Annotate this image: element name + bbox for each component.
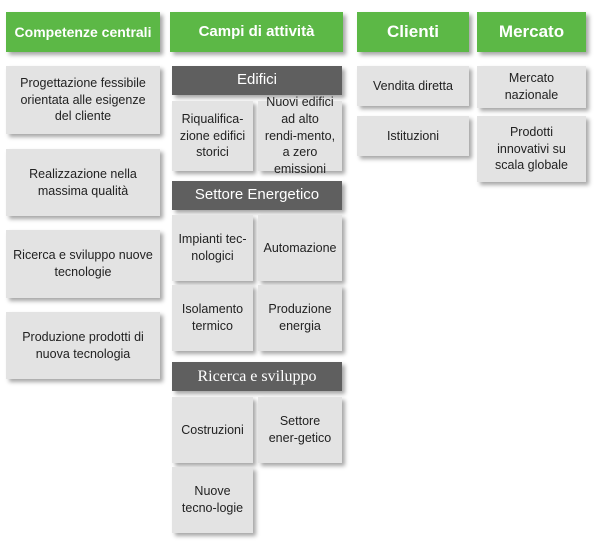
section-ricerca-sviluppo: Ricerca e sviluppo bbox=[172, 362, 342, 391]
header-clienti: Clienti bbox=[357, 12, 469, 52]
cliente-istituzioni: Istituzioni bbox=[357, 116, 469, 156]
campo-nuove-tecnologie: Nuove tecno-logie bbox=[172, 467, 253, 533]
mercato-nazionale: Mercato nazionale bbox=[477, 66, 586, 108]
cliente-vendita-diretta: Vendita diretta bbox=[357, 66, 469, 106]
header-campi-di-attivita: Campi di attività bbox=[170, 12, 343, 52]
campo-isolamento: Isolamento termico bbox=[172, 285, 253, 351]
header-mercato: Mercato bbox=[477, 12, 586, 52]
competenza-produzione: Produzione prodotti di nuova tecnologia bbox=[6, 312, 160, 379]
campo-automazione: Automazione bbox=[258, 215, 342, 281]
header-competenze-centrali: Competenze centrali bbox=[6, 12, 160, 52]
campo-riqualificazione: Riqualifica-zione edifici storici bbox=[172, 101, 253, 171]
competenza-ricerca: Ricerca e sviluppo nuove tecnologie bbox=[6, 230, 160, 298]
mercato-prodotti-innovativi: Prodotti innovativi su scala globale bbox=[477, 116, 586, 182]
campo-costruzioni: Costruzioni bbox=[172, 397, 253, 463]
competenza-progettazione: Progettazione fessibile orientata alle e… bbox=[6, 66, 160, 134]
campo-impianti: Impianti tec-nologici bbox=[172, 215, 253, 281]
section-edifici: Edifici bbox=[172, 66, 342, 95]
competenza-realizzazione: Realizzazione nella massima qualità bbox=[6, 149, 160, 216]
campo-nuovi-edifici: Nuovi edifici ad alto rendi-mento, a zer… bbox=[258, 95, 342, 176]
campo-settore-energetico-rs: Settore ener-getico bbox=[258, 397, 342, 463]
campo-produzione-energia: Produzione energia bbox=[258, 285, 342, 351]
section-settore-energetico: Settore Energetico bbox=[172, 181, 342, 210]
